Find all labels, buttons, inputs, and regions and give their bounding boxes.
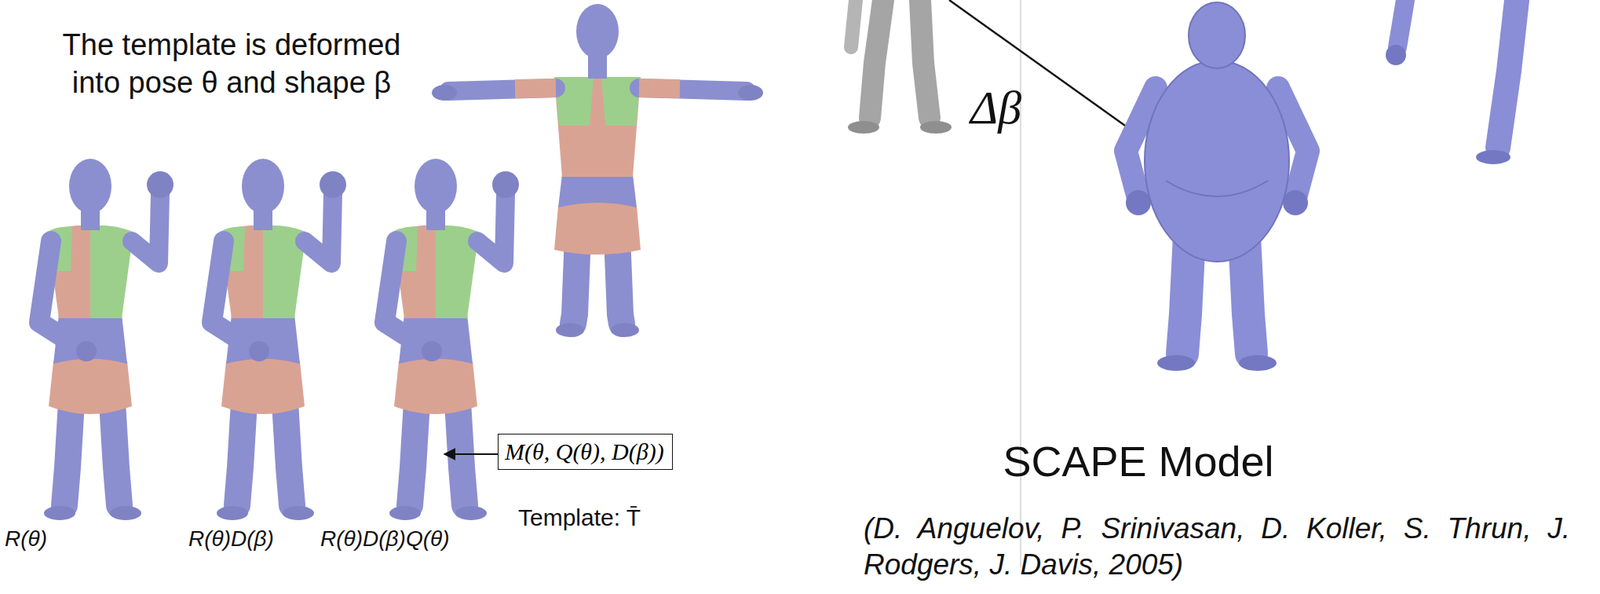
heading-note: The template is deformed into pose θ and… <box>35 26 428 102</box>
slide-title: SCAPE Model <box>902 436 1374 486</box>
step-label: R(θ)D(β) <box>188 524 274 552</box>
delta-label: Δβ <box>970 78 1022 138</box>
citation: (D. Anguelov, P. Srinivasan, D. Koller, … <box>863 510 1571 584</box>
leader-arrow <box>444 452 498 455</box>
grey-figure <box>847 0 952 134</box>
step-label: R(θ)D(β)Q(θ) <box>320 524 450 552</box>
step-label: R(θ) <box>4 524 48 552</box>
template-label: Template: T̄ <box>518 502 641 533</box>
formula-text: M(θ, Q(θ), D(β)) <box>504 437 666 466</box>
posed-figure <box>211 158 347 520</box>
formula-box: M(θ, Q(θ), D(β)) <box>497 433 673 470</box>
partial-figure <box>1385 0 1517 165</box>
scape-figure <box>1125 2 1308 371</box>
posed-figure <box>39 158 174 520</box>
template-figure <box>431 3 764 337</box>
